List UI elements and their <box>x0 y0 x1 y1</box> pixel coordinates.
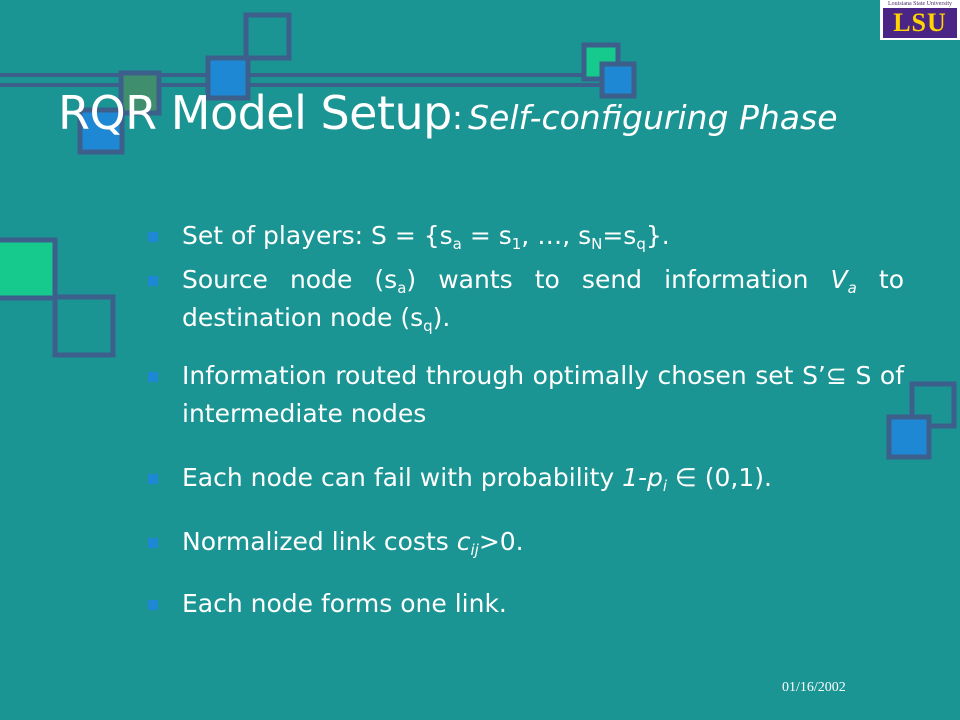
bullet-text: ). <box>432 303 451 332</box>
bullet-text: = s <box>461 221 512 250</box>
bullet-item: Information routed through optimally cho… <box>148 357 904 433</box>
decorative-stripes <box>0 73 610 87</box>
subscript: a <box>847 279 857 297</box>
bullet-item: Normalized link costs cij>0. <box>148 523 904 561</box>
square-outline <box>52 294 116 358</box>
bullet-marker <box>148 600 158 610</box>
square-outline <box>909 381 957 429</box>
logo-mark: LSU <box>883 8 957 38</box>
square-blue <box>205 55 251 101</box>
slide-date: 01/16/2002 <box>782 680 846 695</box>
subscript: ij <box>470 541 479 559</box>
bullet-text: Normalized link costs <box>182 527 457 556</box>
bullet-text: Set of players: S = {s <box>182 221 453 250</box>
bullet-marker <box>148 538 158 548</box>
subscript: q <box>636 235 646 253</box>
variable: V <box>830 265 848 294</box>
bullet-item: Each node forms one link. <box>148 585 904 623</box>
element-of-symbol: ∈ <box>667 463 705 492</box>
bullet-marker <box>148 276 158 286</box>
subscript: N <box>591 235 603 253</box>
bullet-marker <box>148 232 158 242</box>
bullet-text: Each node can fail with probability <box>182 463 623 492</box>
bullet-text: Each node forms one link. <box>182 589 507 618</box>
bullet-text: >0. <box>478 527 524 556</box>
bullet-text: , …, s <box>521 221 592 250</box>
bullet-text: Source node (s <box>182 265 398 294</box>
square-outline <box>243 12 292 61</box>
logo-caption: Louisiana State University <box>888 1 952 7</box>
lsu-logo: Louisiana State University LSU <box>880 0 960 40</box>
bullet-marker <box>148 474 158 484</box>
square-blue <box>77 107 125 155</box>
bullet-item: Source node (sa) wants to send informati… <box>148 261 904 337</box>
bullet-item: Each node can fail with probability 1-pi… <box>148 459 904 497</box>
subscript: a <box>452 235 462 253</box>
bullet-text: =s <box>602 221 637 250</box>
subscript: a <box>397 279 407 297</box>
square-blue <box>599 61 637 99</box>
variable: 1-p <box>622 463 663 492</box>
bullet-text: ) wants to send information <box>406 265 831 294</box>
title-subtitle: Self-configuring Phase <box>468 98 838 137</box>
bullet-text: (0,1). <box>704 463 772 492</box>
subscript: q <box>423 317 433 335</box>
square-green <box>0 237 58 301</box>
title-colon: : <box>451 98 464 137</box>
bullet-list: Set of players: S = {sa = s1, …, sN=sq}.… <box>148 217 904 623</box>
square-blue <box>886 414 932 460</box>
bullet-text: }. <box>645 221 670 250</box>
bullet-text: Information routed through optimally cho… <box>182 361 826 390</box>
subscript: 1 <box>511 235 522 253</box>
bullet-item: Set of players: S = {sa = s1, …, sN=sq}. <box>148 217 904 255</box>
bullet-marker <box>148 372 158 382</box>
subset-symbol: ⊆ <box>825 361 847 390</box>
square-olive <box>118 70 162 116</box>
bullet-text: to destination node (s <box>182 265 905 332</box>
variable: c <box>456 527 471 556</box>
subscript: i <box>662 477 668 495</box>
title-main: RQR Model Setup <box>58 86 452 140</box>
slide-title: RQR Model Setup: Self-configuring Phase <box>58 86 948 140</box>
bullet-text: S of intermediate nodes <box>182 361 905 428</box>
